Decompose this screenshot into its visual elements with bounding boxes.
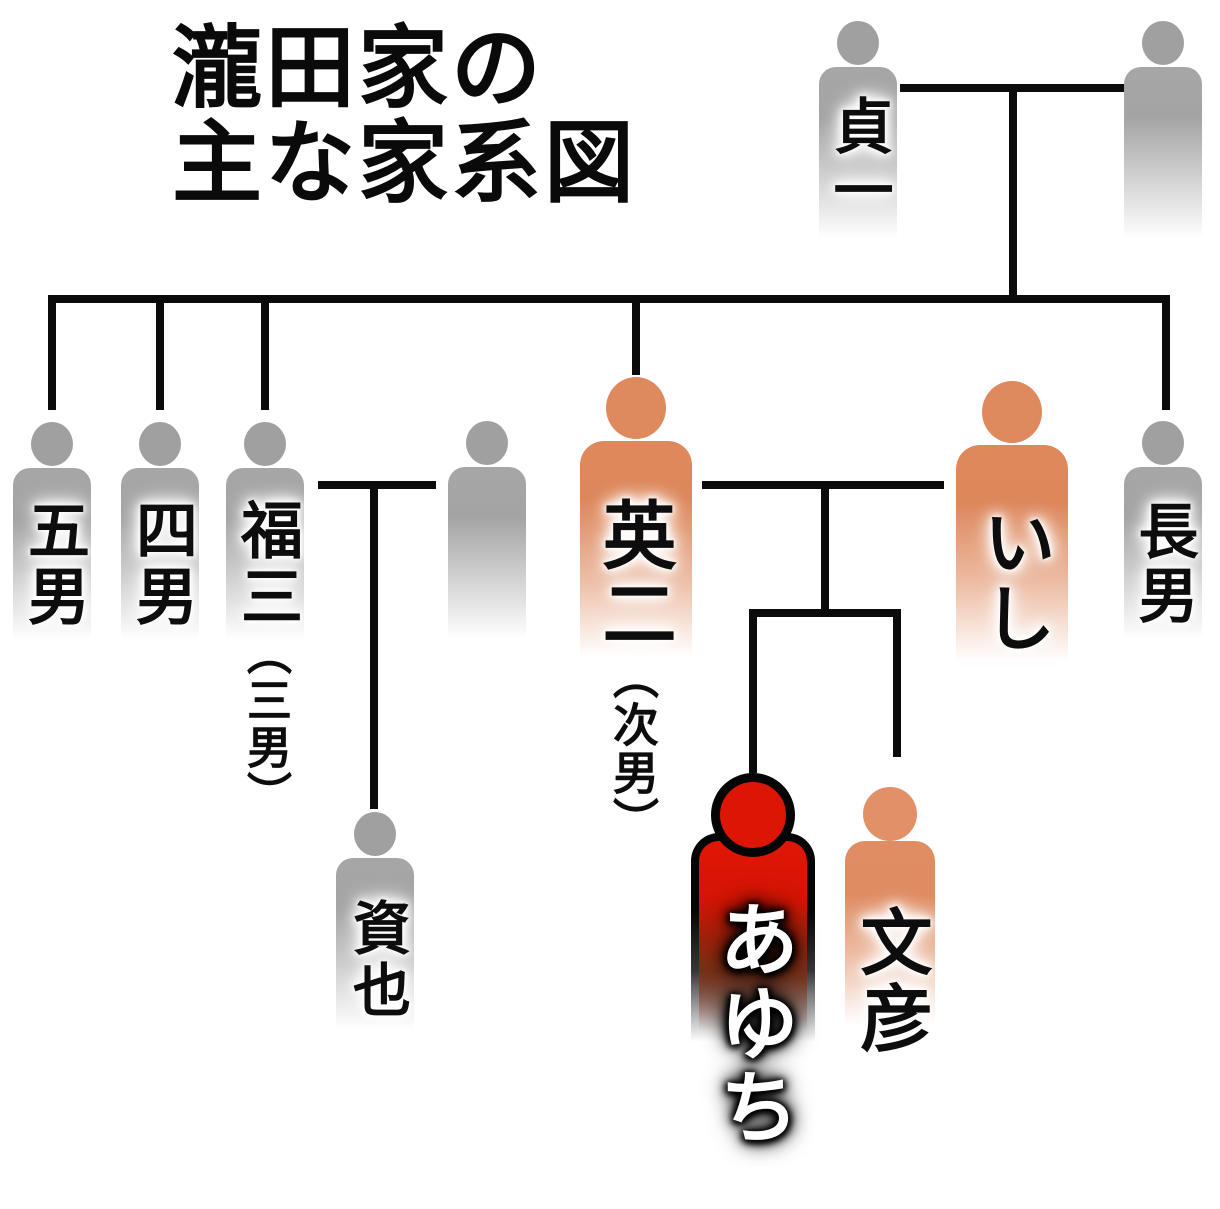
figure-motoya <box>336 812 414 1062</box>
diagram-title: 瀧田家の 主な家系図 <box>172 19 637 215</box>
connector-eiji-child-drop <box>821 481 829 613</box>
connector-eiji-children-line <box>749 609 901 617</box>
drop-fumihiko <box>893 609 901 757</box>
figure-fukuzo <box>226 422 304 672</box>
person-icon-body <box>1124 467 1202 662</box>
person-icon-head <box>1142 21 1184 65</box>
figure-ishi <box>956 381 1068 691</box>
person-icon-head <box>354 812 396 856</box>
person-icon-head <box>837 21 879 65</box>
connector-siblings-line <box>48 295 1170 303</box>
person-icon-head <box>1142 421 1184 465</box>
connector-parents-drop <box>1009 84 1017 303</box>
label-eiji: 英二（次男） <box>591 497 673 845</box>
person-icon-body <box>845 841 935 1046</box>
figure-fumihiko <box>845 787 935 1047</box>
person-icon-head <box>982 381 1042 443</box>
figure-ayuchi <box>691 773 815 1209</box>
person-icon-head <box>711 773 795 857</box>
label-ishi: いし <box>972 505 1052 657</box>
figure-fourth-son <box>121 422 199 672</box>
person-icon-body <box>1124 67 1202 262</box>
person-icon-head <box>863 787 917 841</box>
label-fukuzo: 福三（三男） <box>231 498 299 818</box>
person-icon-body <box>336 858 414 1053</box>
figure-fukuzo-spouse <box>448 421 526 671</box>
person-icon-body <box>121 468 199 663</box>
label-fourth-son: 四男 <box>126 498 194 630</box>
label-eldest-son: 長男 <box>1130 500 1196 628</box>
person-icon-body <box>956 445 1068 685</box>
label-eiji-name: 英二 <box>591 497 673 653</box>
person-icon-head <box>244 422 286 466</box>
person-icon-body <box>699 841 807 1041</box>
label-fumihiko: 文彦 <box>849 905 929 1057</box>
person-icon-body <box>580 441 692 681</box>
label-fukuzo-note: （三男） <box>240 630 290 818</box>
figure-sadaichi <box>819 21 897 271</box>
person-icon-body <box>226 468 304 663</box>
person-icon-body <box>819 67 897 262</box>
person-icon-body <box>13 468 91 663</box>
figure-fifth-son <box>13 422 91 672</box>
figure-eiji <box>580 377 692 687</box>
label-fifth-son: 五男 <box>18 498 86 630</box>
person-icon-head <box>466 421 508 465</box>
diagram-title-line1: 瀧田家の <box>172 19 544 119</box>
person-icon-head <box>139 422 181 466</box>
drop-eldest-son <box>1162 295 1170 410</box>
label-sadaichi: 貞一 <box>825 95 891 223</box>
person-icon-head <box>31 422 73 466</box>
figure-eldest-son <box>1124 421 1202 671</box>
diagram-title-line2: 主な家系図 <box>172 114 637 215</box>
person-icon-head <box>606 377 666 439</box>
drop-fifth-son <box>48 295 56 410</box>
label-fukuzo-name: 福三 <box>231 498 299 630</box>
drop-fukuzo <box>261 295 269 410</box>
label-eiji-note: （次男） <box>607 653 658 845</box>
connector-fukuzo-child-drop <box>370 481 378 809</box>
label-ayuchi: あゆち <box>707 898 795 1150</box>
figure-sadaichi-spouse <box>1124 21 1202 271</box>
person-icon-body <box>448 467 526 662</box>
drop-fourth-son <box>156 295 164 410</box>
label-motoya: 資也 <box>344 898 409 1022</box>
drop-eiji <box>632 295 640 375</box>
drop-ayuchi <box>749 609 757 773</box>
